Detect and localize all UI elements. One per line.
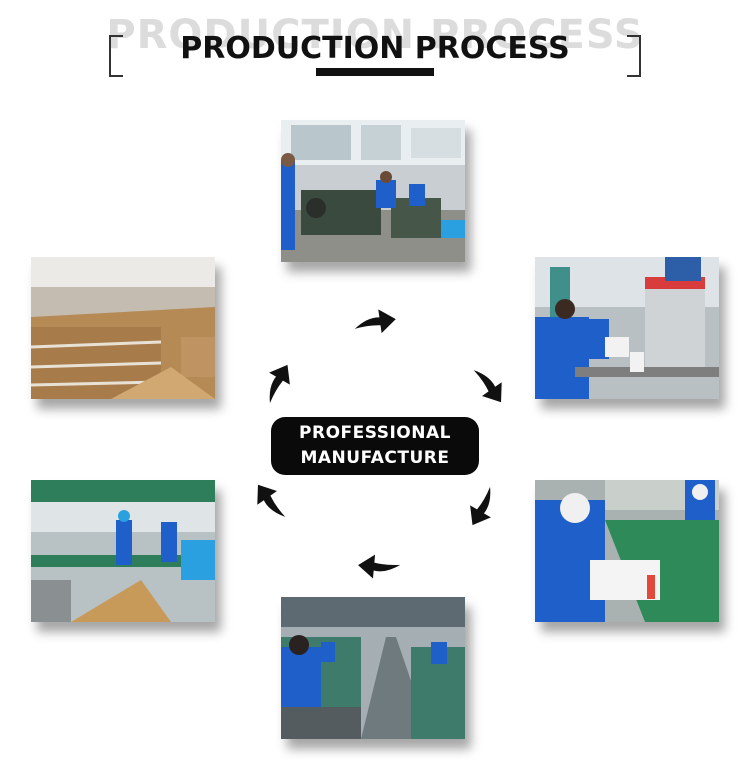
- background-title: PRODUCTION PROCESS: [106, 12, 644, 58]
- title-underline: [316, 68, 434, 76]
- arrow-down-right-icon: [464, 365, 514, 405]
- arrow-right-icon: [350, 302, 400, 342]
- photo-assembly-conveyor: [281, 597, 465, 739]
- title-bracket-right: [627, 35, 641, 77]
- center-badge: PROFESSIONAL MANUFACTURE: [271, 417, 479, 475]
- photo-packing-line: [31, 480, 215, 622]
- photo-polishing-machine: [535, 257, 719, 399]
- arrow-down-left-icon: [458, 486, 508, 527]
- center-badge-line2: MANUFACTURE: [300, 448, 450, 468]
- arrow-up-right-icon: [252, 363, 302, 404]
- center-badge-line1: PROFESSIONAL: [299, 423, 451, 443]
- arrow-up-left-icon: [245, 482, 295, 522]
- photo-warehouse-boxes: [31, 257, 215, 399]
- arrow-left-icon: [354, 547, 404, 587]
- page-title: PRODUCTION PROCESS: [180, 31, 570, 66]
- photo-machining-workshop: [281, 120, 465, 262]
- photo-inspection-line: [535, 480, 719, 622]
- title-bracket-left: [109, 35, 123, 77]
